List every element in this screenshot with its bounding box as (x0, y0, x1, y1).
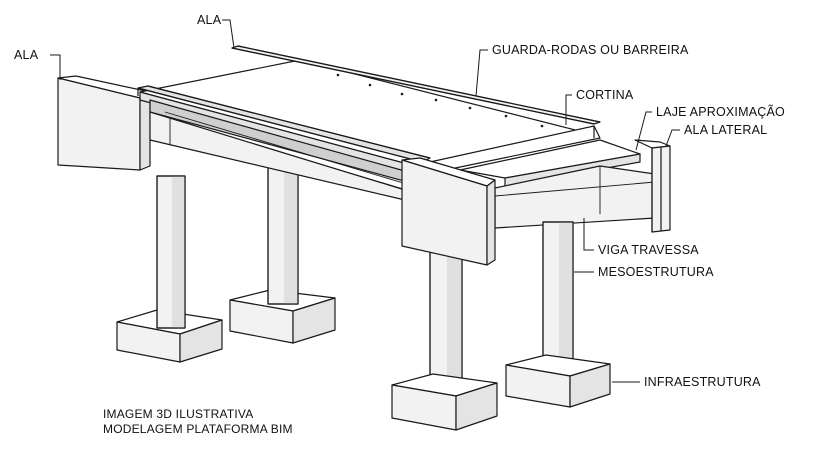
label-cortina: CORTINA (576, 88, 634, 102)
label-ala-left: ALA (14, 48, 39, 62)
label-laje-aproximacao: LAJE APROXIMAÇÃO (656, 105, 785, 119)
label-infraestrutura: INFRAESTRUTURA (644, 375, 761, 389)
caption-line-2: MODELAGEM PLATAFORMA BIM (103, 422, 293, 436)
deck (139, 59, 596, 201)
label-mesoestrutura: MESOESTRUTURA (598, 265, 714, 279)
ala-front-wall (401, 157, 496, 266)
label-viga-travessa: VIGA TRAVESSA (598, 243, 699, 257)
label-guarda-rodas: GUARDA-RODAS OU BARREIRA (492, 43, 689, 57)
label-ala-lateral: ALA LATERAL (684, 123, 767, 137)
column-back-center (267, 161, 299, 305)
guard-rail-back (231, 45, 601, 125)
laje-aproximacao (459, 139, 641, 187)
footing-front-right (505, 354, 611, 408)
deck-drains (336, 73, 544, 128)
column-front-center (429, 249, 463, 393)
footing-front-center (391, 373, 498, 431)
column-front-right (542, 221, 574, 373)
leader-lines (50, 19, 680, 383)
label-ala-top: ALA (197, 13, 222, 27)
footing-back-left (116, 309, 223, 363)
ala-lateral-wall (634, 139, 671, 233)
caption-line-1: IMAGEM 3D ILUSTRATIVA (103, 407, 253, 421)
guard-rail-front (137, 85, 431, 163)
column-back-left (156, 175, 186, 329)
ala-left-wall (57, 75, 151, 171)
